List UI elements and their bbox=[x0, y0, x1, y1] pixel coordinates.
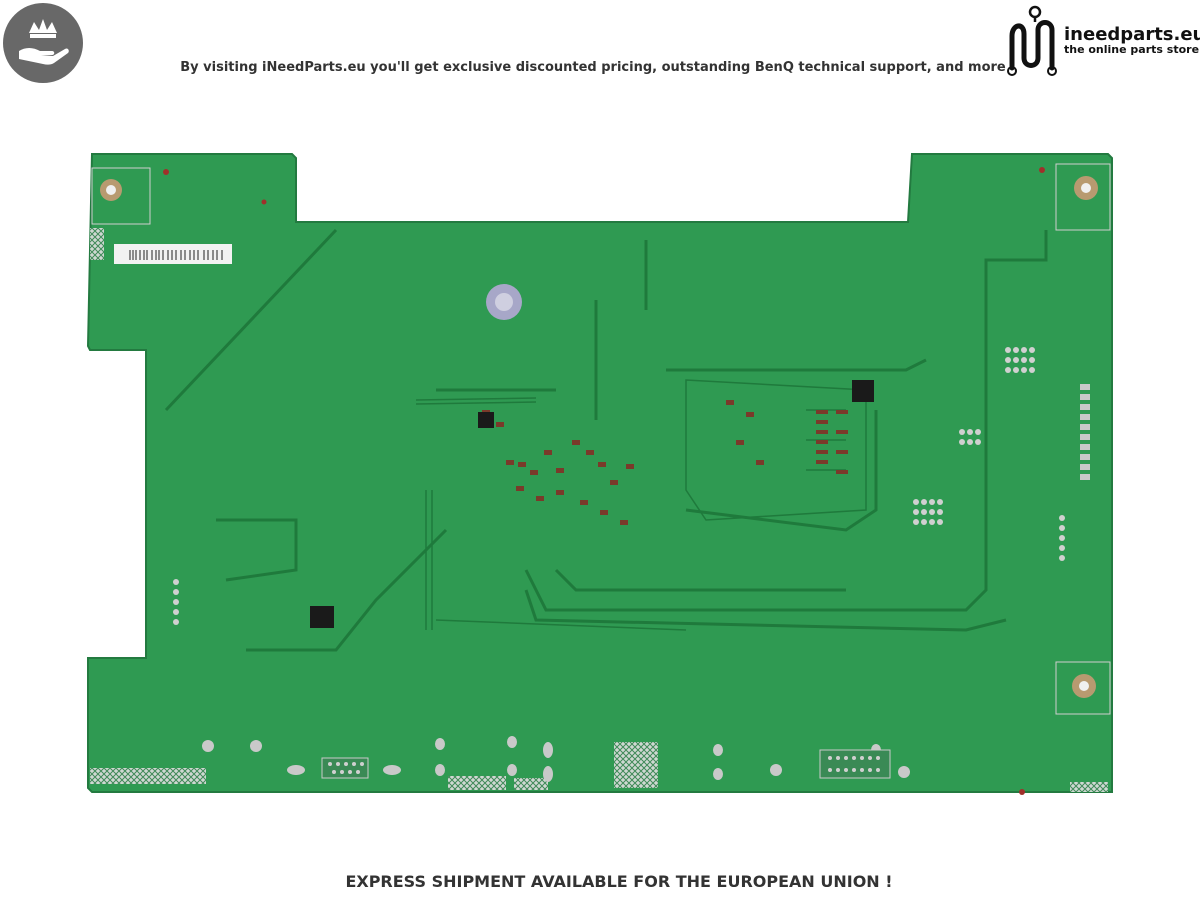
ineedparts-logo[interactable]: ineedparts.eu the online parts store bbox=[1002, 2, 1200, 78]
logo-name: ineedparts.eu bbox=[1064, 24, 1200, 45]
main-board-photo bbox=[86, 153, 1113, 795]
header-tagline: By visiting iNeedParts.eu you'll get exc… bbox=[180, 60, 1006, 75]
plug-cable-icon bbox=[1007, 5, 1057, 76]
crown-hand-icon bbox=[19, 19, 69, 65]
crown-hand-badge bbox=[3, 3, 83, 83]
shipping-banner: EXPRESS SHIPMENT AVAILABLE FOR THE EUROP… bbox=[345, 872, 893, 891]
logo-subtitle: the online parts store bbox=[1064, 43, 1200, 56]
